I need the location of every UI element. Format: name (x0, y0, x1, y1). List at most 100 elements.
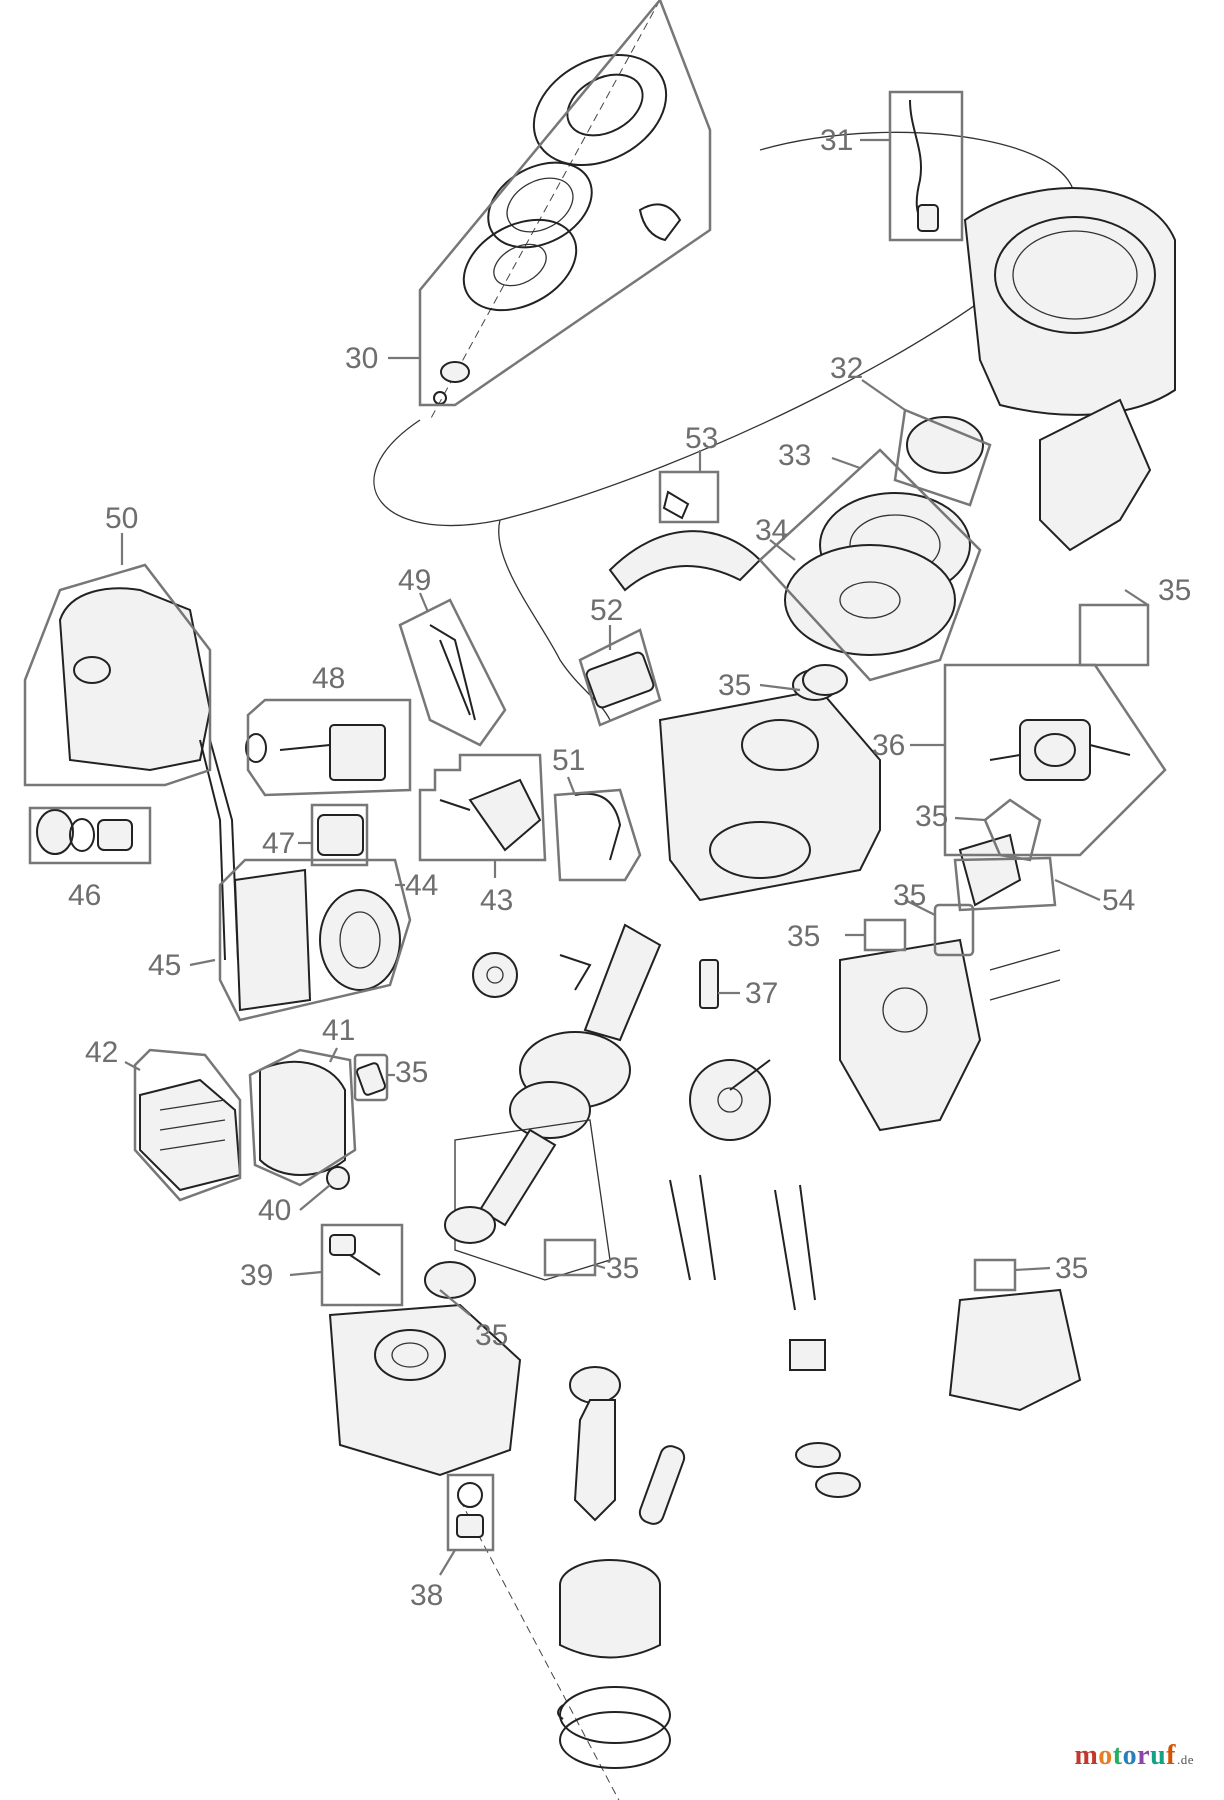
group-frame-48 (246, 698, 412, 797)
flywheel-part (784, 416, 984, 656)
leader-41 (329, 1047, 338, 1063)
recoil-starter-part (433, 53, 682, 405)
watermark-letter: o (1098, 1740, 1113, 1771)
stop-wire-part (909, 99, 939, 232)
callout-52: 52 (590, 594, 623, 627)
callout-48: 48 (312, 662, 345, 695)
choke-linkage-part (574, 792, 622, 861)
intake-parts (245, 724, 386, 781)
group-frame-35i (353, 1053, 389, 1102)
watermark-letter: f (1166, 1740, 1176, 1771)
callout-30: 30 (345, 342, 378, 375)
callout-44: 44 (405, 869, 438, 902)
assembly-axis-line (429, 0, 661, 1800)
wing-nut-part (36, 809, 133, 855)
callout-51: 51 (552, 744, 585, 777)
filter-element-part (317, 814, 364, 856)
group-frame-46 (28, 806, 152, 865)
blower-housing-part (963, 187, 1176, 416)
callout-35i: 35 (395, 1056, 428, 1089)
cylinder-shroud-part (1039, 398, 1152, 552)
leader-35b (759, 683, 801, 692)
group-frame-32 (893, 408, 992, 507)
leader-40 (299, 1184, 331, 1211)
callout-32: 32 (830, 352, 863, 385)
crankcase-part (658, 669, 881, 902)
carburetor-part (989, 719, 1131, 781)
drain-plug-part (456, 1482, 484, 1538)
group-frame-51 (553, 788, 642, 882)
crankshaft-part (478, 923, 662, 1227)
group-frame-43 (418, 753, 547, 862)
callout-34: 34 (755, 514, 788, 547)
group-frame-52 (578, 628, 662, 727)
leader-51 (566, 776, 577, 796)
callout-39: 39 (240, 1259, 273, 1292)
callout-50: 50 (105, 502, 138, 535)
group-frame-44 (218, 858, 412, 1022)
callout-35h: 35 (475, 1319, 508, 1352)
oil-seal-part (424, 1206, 496, 1299)
crankcase-cover-part (328, 1303, 522, 1477)
throttle-control-part (585, 651, 655, 709)
leader-34 (769, 539, 796, 561)
exhaust-gasket-part (356, 1062, 386, 1096)
flywheel-seal-part (802, 664, 848, 696)
leader-35d (904, 899, 936, 916)
callout-31: 31 (820, 124, 853, 157)
watermark-text: motoruf (1074, 1740, 1176, 1771)
callout-47: 47 (262, 827, 295, 860)
leader-35h (439, 1289, 471, 1316)
group-frame-41 (248, 1048, 357, 1187)
callout-53: 53 (685, 422, 718, 455)
watermark-letter: m (1074, 1740, 1099, 1771)
callout-35a: 35 (1158, 574, 1191, 607)
callout-49: 49 (398, 564, 431, 597)
spark-plug-part (699, 959, 719, 1009)
governor-linkage-part (429, 624, 476, 721)
group-frame-54 (953, 856, 1057, 912)
group-frame-49 (398, 598, 507, 747)
watermark-letter: r (1137, 1740, 1151, 1771)
watermark-letter: t (1112, 1740, 1123, 1771)
callout-35e: 35 (787, 920, 820, 953)
leader-45 (189, 958, 216, 967)
callout-35c: 35 (915, 800, 948, 833)
callout-38: 38 (410, 1579, 443, 1612)
group-frame-42 (133, 1048, 242, 1202)
leader-35f (1014, 1266, 1051, 1272)
air-cleaner-cover-part (58, 587, 212, 772)
cylinder-head-part (839, 938, 1061, 1132)
callout-35b: 35 (718, 669, 751, 702)
group-frame-30 (418, 0, 712, 407)
leader-54 (1054, 878, 1101, 902)
rocker-cover-part (948, 1288, 1082, 1412)
callout-33: 33 (778, 439, 811, 472)
group-frame-39 (320, 1223, 404, 1307)
callout-40: 40 (258, 1194, 291, 1227)
leader-35g (594, 1263, 606, 1270)
site-watermark: motoruf.de (1074, 1740, 1194, 1772)
leader-49 (418, 592, 430, 613)
callout-35f: 35 (1055, 1252, 1088, 1285)
group-frame-36 (943, 663, 1167, 857)
group-frame-35g (543, 1238, 597, 1277)
camshaft-part (689, 1059, 771, 1141)
dipstick-part (329, 1234, 381, 1276)
callout-35d: 35 (893, 879, 926, 912)
valve-train-part (669, 1174, 861, 1498)
leader-42 (124, 1061, 141, 1071)
group-frame-38 (446, 1473, 495, 1552)
governor-lever-part (439, 778, 542, 852)
leader-39 (289, 1270, 323, 1277)
starter-cable (373, 131, 1076, 527)
callout-37: 37 (745, 977, 778, 1010)
callout-42: 42 (85, 1036, 118, 1069)
leader-38 (439, 1549, 456, 1576)
muffler-part (259, 1060, 346, 1176)
watermark-suffix: .de (1176, 1752, 1194, 1767)
leader-35c (954, 816, 986, 822)
callout-36: 36 (872, 729, 905, 762)
air-deflector-part (608, 490, 762, 592)
